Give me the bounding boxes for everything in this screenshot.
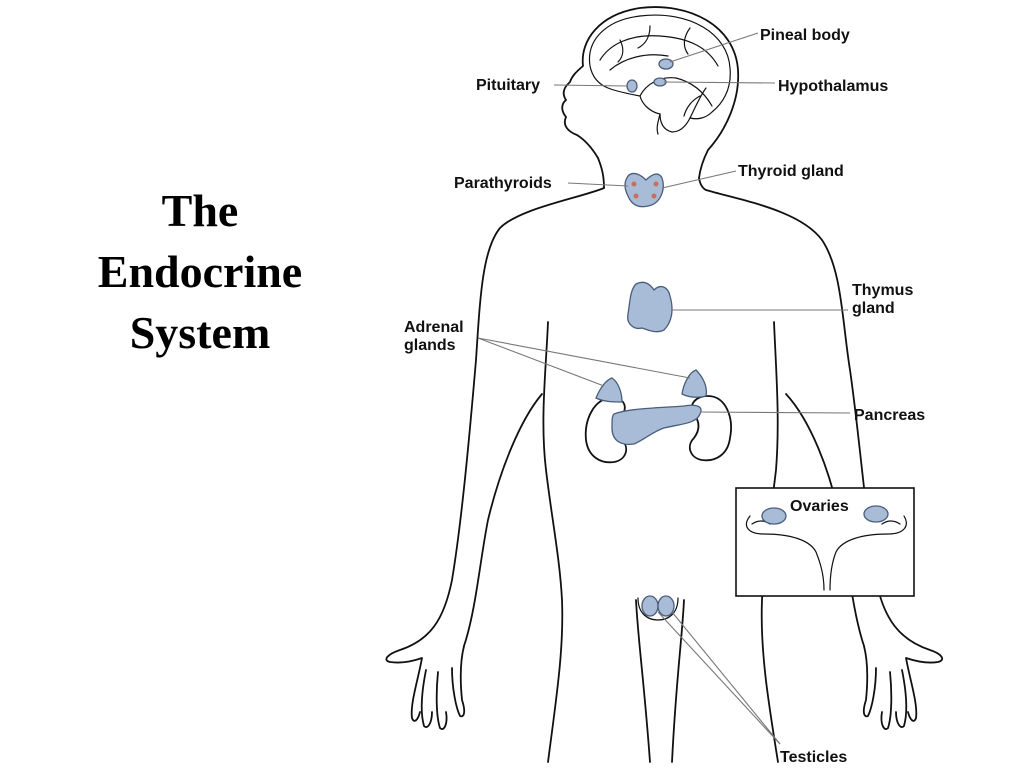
labels: Pineal body Pituitary Hypothalamus Parat… [404, 27, 925, 766]
ovary-right [863, 505, 889, 523]
parathyroids-leader [567, 182, 629, 187]
ovaries-inset [735, 487, 915, 597]
parathyroid-dot-3 [633, 193, 639, 199]
brain-folds [599, 25, 719, 119]
pineal-leader [669, 32, 759, 63]
ovaries-inset-box [735, 487, 915, 597]
brain-outline [588, 14, 731, 133]
label-adrenal-line-1: Adrenal [404, 319, 464, 336]
label-thymus-line-2: gland [852, 300, 895, 317]
testicle-left [641, 595, 659, 617]
label-pineal-body: Pineal body [760, 27, 850, 44]
label-adrenal-line-2: glands [404, 337, 456, 354]
thyroid-gland-shape [624, 172, 664, 208]
pituitary-gland [626, 79, 638, 93]
label-ovaries: Ovaries [790, 498, 849, 515]
label-hypothalamus: Hypothalamus [778, 78, 888, 95]
label-pituitary: Pituitary [476, 77, 540, 94]
pancreas-leader [699, 411, 851, 414]
pituitary-leader [553, 84, 629, 87]
label-pancreas: Pancreas [854, 407, 925, 424]
parathyroid-dot-2 [653, 181, 659, 187]
uterus-outline [745, 515, 907, 591]
title-line-2: Endocrine [97, 246, 303, 297]
title-line-1: The [161, 185, 239, 236]
brain [588, 14, 731, 135]
right-adrenal-gland [681, 369, 708, 398]
label-thyroid-gland: Thyroid gland [738, 163, 844, 180]
adrenal-leader-1 [477, 337, 605, 387]
title-line-3: System [129, 307, 271, 358]
leader-lines [477, 32, 851, 745]
testicle-right [657, 595, 675, 617]
left-arm-inner [463, 393, 543, 647]
ovary-left [761, 507, 787, 525]
label-parathyroids: Parathyroids [454, 175, 552, 192]
left-adrenal-gland [595, 377, 623, 403]
right-shoulder [705, 189, 944, 730]
pineal-body-gland [658, 58, 674, 70]
scrotum-outline [637, 597, 679, 621]
brain-stem [656, 113, 661, 135]
inner-legs [635, 599, 685, 763]
head-outline [561, 6, 740, 179]
pancreas-gland [611, 404, 702, 446]
label-thymus-line-1: Thymus [852, 282, 913, 299]
body-outline [385, 6, 944, 763]
left-body-side [542, 321, 564, 763]
hypothalamus-leader [663, 81, 776, 84]
slide-title: The Endocrine System [60, 180, 340, 363]
label-testicles: Testicles [780, 749, 847, 766]
torso-outline [385, 187, 605, 730]
parathyroid-dot-1 [631, 181, 637, 187]
testicles-leader-1 [657, 611, 781, 745]
glands [584, 58, 732, 621]
thyroid-leader [661, 170, 737, 189]
adrenal-leader-2 [477, 337, 691, 379]
thymus-gland-shape [627, 281, 673, 333]
testicles-leader-2 [671, 611, 781, 745]
neck-left [597, 157, 605, 189]
parathyroid-dot-4 [651, 193, 657, 199]
